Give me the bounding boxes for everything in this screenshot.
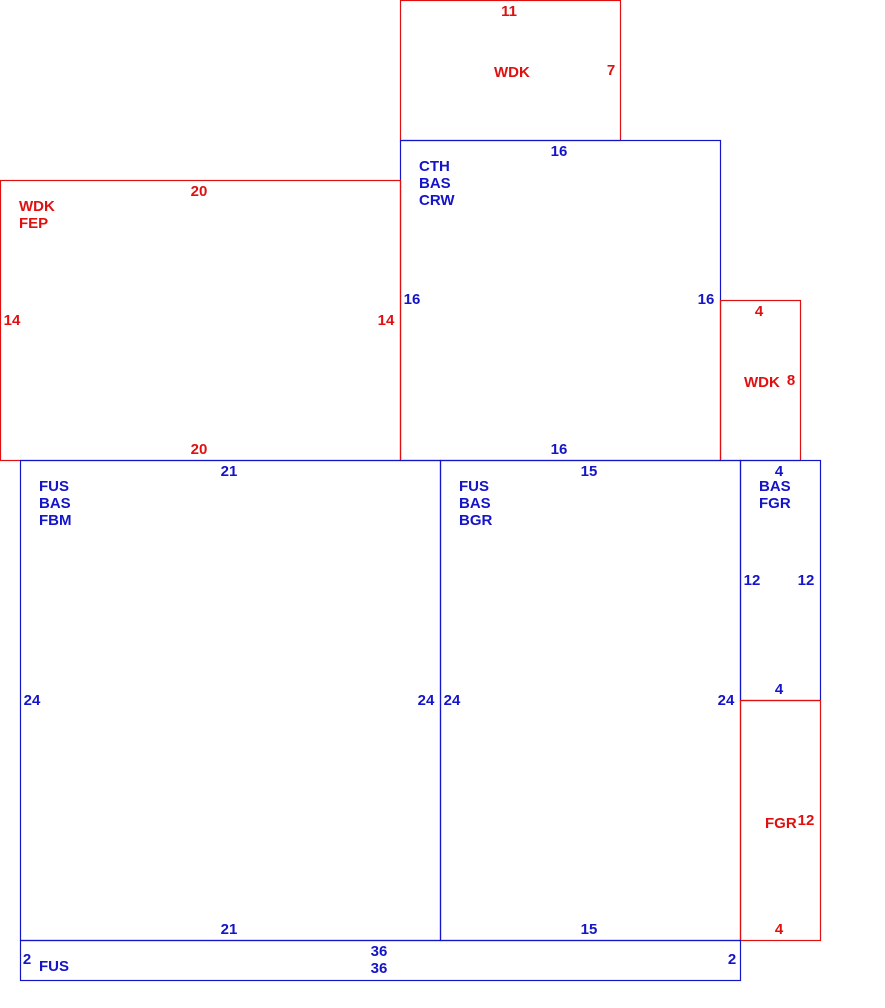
dimension-label-bottom: 16 bbox=[551, 441, 568, 458]
area-code-label: FUS bbox=[39, 958, 69, 975]
area-outline bbox=[0, 179, 402, 462]
dimension-label-left: 12 bbox=[744, 572, 761, 589]
area-code-label: FUS bbox=[459, 478, 489, 495]
area-code-label: FGR bbox=[765, 815, 797, 832]
area-outline bbox=[19, 939, 742, 982]
area-code-label: BAS bbox=[419, 175, 451, 192]
area-code-label: WDK bbox=[744, 374, 780, 391]
dimension-label-top: 4 bbox=[755, 303, 764, 320]
area-outline bbox=[739, 699, 822, 942]
dimension-label-right: 24 bbox=[418, 692, 435, 709]
area-fus-bottom: FUS 36 2 2 36 bbox=[19, 939, 742, 982]
dimension-label-right: 7 bbox=[607, 62, 615, 79]
dimension-label-right: 2 bbox=[728, 951, 736, 968]
area-code-label: BAS bbox=[759, 478, 791, 495]
area-code-label: BAS bbox=[39, 495, 71, 512]
dimension-label-left: 14 bbox=[4, 312, 21, 329]
dimension-label-right: 8 bbox=[787, 372, 795, 389]
area-code-label: BGR bbox=[459, 512, 493, 529]
dimension-label-bottom: 36 bbox=[371, 960, 388, 977]
area-code-label: CTH bbox=[419, 158, 450, 175]
dimension-label-top: 4 bbox=[775, 463, 784, 480]
area-outline bbox=[439, 459, 742, 942]
dimension-label-bottom: 20 bbox=[191, 441, 208, 458]
area-code-label: WDK bbox=[19, 198, 55, 215]
area-code-label: FEP bbox=[19, 215, 48, 232]
dimension-label-right: 12 bbox=[798, 812, 815, 829]
dimension-label-top: 15 bbox=[581, 463, 598, 480]
area-outline bbox=[19, 459, 442, 942]
dimension-label-right: 14 bbox=[378, 312, 395, 329]
area-code-label: WDK bbox=[494, 64, 530, 81]
area-code-label: FUS bbox=[39, 478, 69, 495]
area-code-label: CRW bbox=[419, 192, 455, 209]
dimension-label-bottom: 4 bbox=[775, 921, 784, 938]
dimension-label-bottom: 21 bbox=[221, 921, 238, 938]
area-wdk-top: WDK 11 7 bbox=[399, 0, 622, 142]
dimension-label-top: 16 bbox=[551, 143, 568, 160]
area-code-label: FGR bbox=[759, 495, 791, 512]
dimension-label-top: 36 bbox=[371, 943, 388, 960]
dimension-label-left: 16 bbox=[404, 291, 421, 308]
dimension-label-top: 20 bbox=[191, 183, 208, 200]
dimension-label-left: 24 bbox=[444, 692, 461, 709]
area-code-label: BAS bbox=[459, 495, 491, 512]
dimension-label-bottom: 15 bbox=[581, 921, 598, 938]
area-code-label: FBM bbox=[39, 512, 72, 529]
dimension-label-top: 21 bbox=[221, 463, 238, 480]
dimension-label-right: 24 bbox=[718, 692, 735, 709]
dimension-label-bottom: 4 bbox=[775, 681, 784, 698]
dimension-label-left: 2 bbox=[23, 951, 31, 968]
dimension-label-right: 12 bbox=[798, 572, 815, 589]
area-wdk-right: WDK 4 8 bbox=[719, 299, 802, 462]
dimension-label-left: 24 bbox=[24, 692, 41, 709]
dimension-label-top: 11 bbox=[501, 3, 517, 20]
dimension-label-right: 16 bbox=[698, 291, 715, 308]
